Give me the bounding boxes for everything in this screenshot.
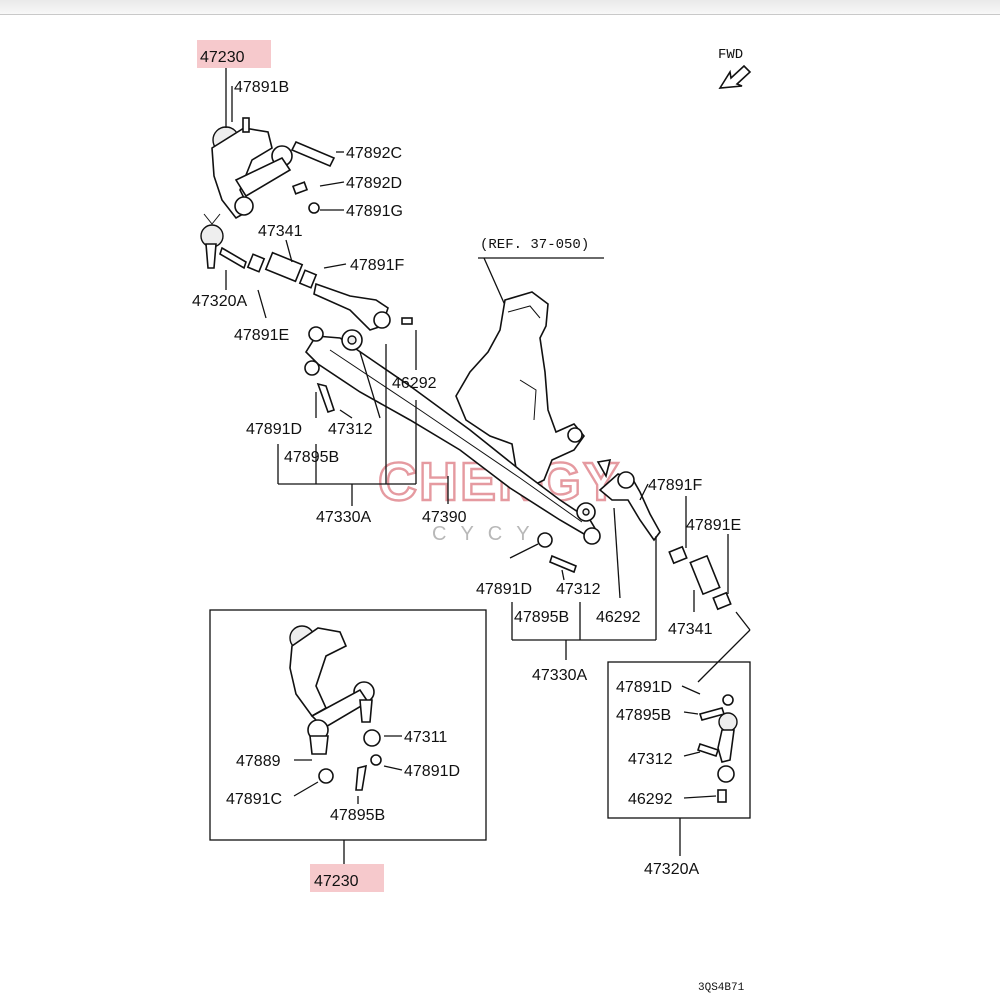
idler-arm-inset-box xyxy=(209,609,487,866)
fwd-label: FWD xyxy=(718,47,743,63)
steering-gear-box xyxy=(455,291,586,487)
bolt-47892c xyxy=(290,140,336,168)
highlight-47230-bottom xyxy=(310,864,384,892)
box-callout-47891d[interactable]: 47891D xyxy=(616,679,672,696)
callout-47320a-left[interactable]: 47320A xyxy=(192,293,247,310)
box-callout-46292[interactable]: 46292 xyxy=(628,791,673,808)
diagram-code: 3QS4B71 xyxy=(698,982,745,994)
callout-47230-top[interactable]: 47230 xyxy=(200,49,245,66)
watermark-sub: CYCY xyxy=(432,523,544,545)
window-top-bar xyxy=(0,0,1000,15)
inset-callout-47311[interactable]: 47311 xyxy=(404,729,447,746)
left-tie-rod-end xyxy=(200,213,247,270)
callout-47891g[interactable]: 47891G xyxy=(346,203,403,220)
inset-callout-47891c[interactable]: 47891C xyxy=(226,791,282,808)
adjust-sleeve-47341-right xyxy=(668,545,732,611)
callout-46292-left[interactable]: 46292 xyxy=(392,375,437,392)
box-callout-47320a[interactable]: 47320A xyxy=(644,861,699,878)
callout-47891e-left[interactable]: 47891E xyxy=(234,327,289,344)
callout-47312-left[interactable]: 47312 xyxy=(328,421,373,438)
callout-47330a-left[interactable]: 47330A xyxy=(316,509,371,526)
callout-47892c[interactable]: 47892C xyxy=(346,145,402,162)
bolt-47892d xyxy=(291,181,309,195)
callout-47891d-mid[interactable]: 47891D xyxy=(476,581,532,598)
callout-47891f-top[interactable]: 47891F xyxy=(350,257,404,274)
inset-callout-47889[interactable]: 47889 xyxy=(236,753,281,770)
callout-47341-right[interactable]: 47341 xyxy=(668,621,713,638)
right-link-joint xyxy=(537,502,601,574)
callout-47312-mid[interactable]: 47312 xyxy=(556,581,601,598)
callout-46292-mid[interactable]: 46292 xyxy=(596,609,641,626)
fwd-arrow-icon: FWD xyxy=(718,47,752,89)
box-callout-47895b[interactable]: 47895B xyxy=(616,707,671,724)
tie-rod-end-detail-box xyxy=(607,611,751,856)
ref-label: (REF. 37-050) xyxy=(480,237,589,253)
idler-arm-assembly xyxy=(211,117,293,220)
callout-47891b[interactable]: 47891B xyxy=(234,79,289,96)
box-callout-47312[interactable]: 47312 xyxy=(628,751,673,768)
nut-47891g xyxy=(308,202,320,214)
callout-47891d-left[interactable]: 47891D xyxy=(246,421,302,438)
inset-callout-47891d[interactable]: 47891D xyxy=(404,763,460,780)
callout-47330a-right[interactable]: 47330A xyxy=(532,667,587,684)
callout-47891e-right[interactable]: 47891E xyxy=(686,517,741,534)
callout-47230-bottom[interactable]: 47230 xyxy=(314,873,359,890)
callout-47895b-mid[interactable]: 47895B xyxy=(514,609,569,626)
callout-47341-top[interactable]: 47341 xyxy=(258,223,303,240)
right-tie-rod-end xyxy=(596,459,661,542)
highlight-47230-top xyxy=(197,40,271,68)
callout-47895b-left[interactable]: 47895B xyxy=(284,449,339,466)
callout-47891f-right[interactable]: 47891F xyxy=(648,477,702,494)
callout-47390[interactable]: 47390 xyxy=(422,509,467,526)
callout-47892d[interactable]: 47892D xyxy=(346,175,402,192)
inner-tie-rod-top xyxy=(313,282,413,351)
left-link-joint xyxy=(304,326,336,414)
adjust-sleeve-47341-top xyxy=(246,251,318,289)
inset-callout-47895b[interactable]: 47895B xyxy=(330,807,385,824)
